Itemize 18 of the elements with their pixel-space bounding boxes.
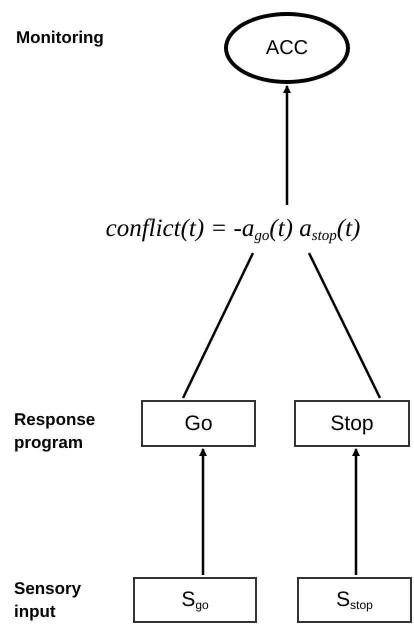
arrow [199, 448, 207, 575]
arrow [283, 85, 291, 205]
response-box [141, 400, 256, 447]
row-label: Response program [14, 409, 96, 454]
row-label: Sensory input [14, 578, 82, 623]
node-label: S$_{stop}$ [336, 587, 373, 614]
input-box [297, 577, 412, 623]
response-box [294, 400, 410, 447]
connector-line [308, 252, 382, 399]
node-label: Stop [330, 410, 374, 437]
connector-line [182, 252, 254, 399]
conflict-formula: conflict(t) = -a$_{go}$(t) a$_{stop}$(t) [58, 205, 408, 253]
input-box [133, 577, 257, 623]
node-label: S$_{go}$ [181, 587, 209, 614]
node-label: ACC [266, 36, 308, 61]
arrow [352, 448, 360, 575]
row-label: Monitoring [16, 27, 105, 49]
node-label: Go [184, 410, 212, 437]
